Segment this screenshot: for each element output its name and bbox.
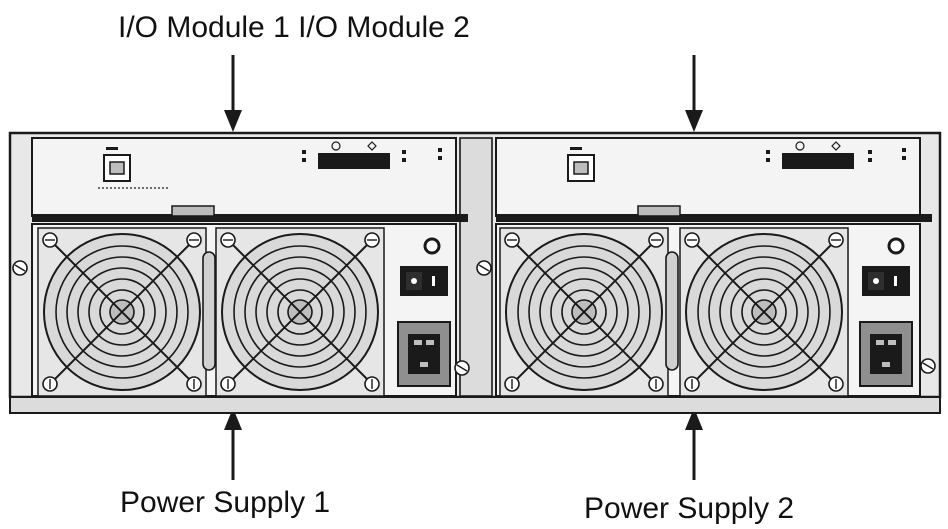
sas-port-2 [354, 153, 390, 169]
sas-port-2 [818, 153, 854, 169]
fan-icon [215, 227, 385, 397]
arrow-io-module-2 [685, 55, 703, 132]
io-module-2-latch [637, 205, 681, 217]
thumbscrew-icon [476, 260, 492, 276]
power-supply-1-label: Power Supply 1 [120, 486, 330, 519]
thumbscrew-icon [920, 358, 936, 374]
arrow-io-module-1 [224, 55, 242, 132]
sas-port-1 [318, 153, 354, 169]
power-supply-2 [495, 223, 921, 397]
power-supply-1 [31, 223, 457, 397]
io-module-label: I/O Module 1 I/O Module 2 [118, 11, 470, 44]
arrow-power-supply-2 [685, 408, 703, 480]
sas-port-1 [782, 153, 818, 169]
fan-icon [37, 227, 207, 397]
io-module-1-latch [171, 205, 215, 217]
thumbscrew-icon [454, 360, 470, 376]
psu-status-led [887, 237, 905, 255]
io-module-1 [31, 137, 468, 222]
power-supply-2-label: Power Supply 2 [584, 492, 794, 525]
fan-icon [499, 227, 669, 397]
enclosure-bottom-rail [9, 396, 941, 414]
ethernet-port [567, 154, 595, 182]
io-module-2 [495, 137, 932, 222]
psu-handle [665, 251, 679, 371]
fan-icon [679, 227, 849, 397]
arrow-power-supply-1 [224, 408, 242, 480]
psu-handle [202, 251, 216, 371]
thumbscrew-icon [12, 260, 28, 276]
psu-status-led [423, 237, 441, 255]
